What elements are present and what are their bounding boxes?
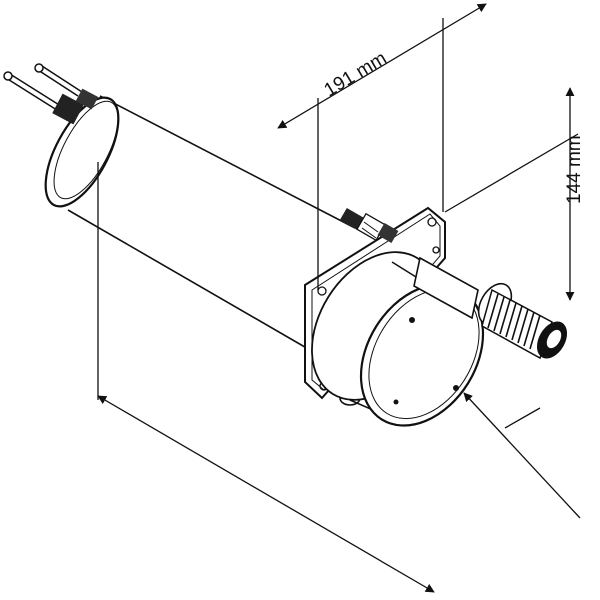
dimension-height: 144 mm [444,87,585,301]
callout-leader [463,392,581,519]
height-label: 144 mm [564,135,585,204]
motor-housing [311,251,485,427]
output-shaft [413,256,568,360]
width-label: 191 mm [321,48,391,101]
cylinder-body [44,95,356,351]
dimension-length [97,162,435,593]
connector-rods [3,63,99,125]
flange-connector [339,207,399,244]
